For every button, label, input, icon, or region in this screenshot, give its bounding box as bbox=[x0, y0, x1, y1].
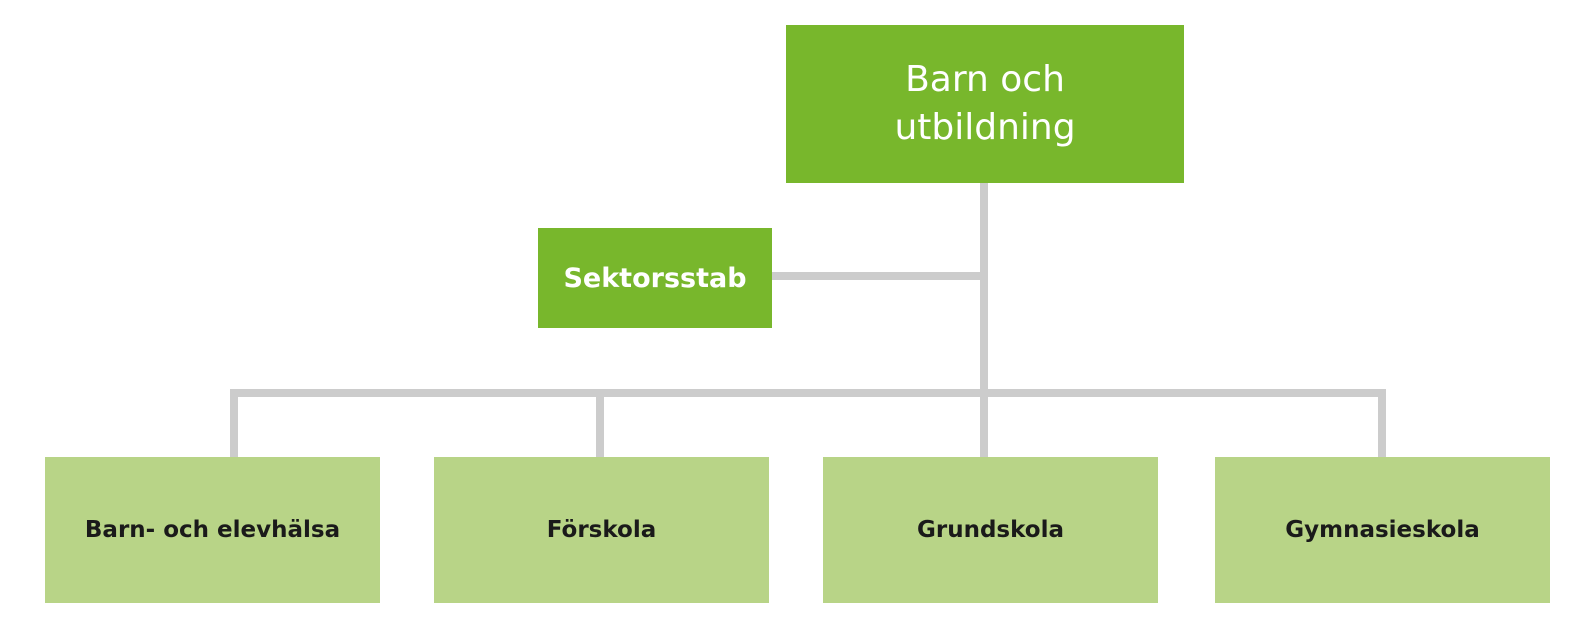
org-box-top: Barn och utbildning bbox=[786, 25, 1184, 183]
org-box-staff-label: Sektorsstab bbox=[563, 262, 747, 294]
connector-dept-4 bbox=[1378, 389, 1386, 457]
org-box-department-label: Barn- och elevhälsa bbox=[84, 517, 341, 543]
connector-staff bbox=[772, 272, 984, 280]
org-box-department-label: Gymnasieskola bbox=[1285, 517, 1480, 543]
org-box-department: Barn- och elevhälsa bbox=[45, 457, 380, 603]
connector-horizontal-bar bbox=[230, 389, 1386, 397]
org-box-staff: Sektorsstab bbox=[538, 228, 772, 328]
org-box-department-label: Grundskola bbox=[916, 517, 1064, 543]
connector-dept-1 bbox=[230, 389, 238, 457]
org-box-top-label: Barn och utbildning bbox=[894, 59, 1076, 148]
org-box-department: Förskola bbox=[434, 457, 769, 603]
connector-vertical-main bbox=[980, 183, 988, 457]
org-box-department-label: Förskola bbox=[546, 517, 657, 543]
org-box-department: Grundskola bbox=[823, 457, 1158, 603]
org-box-department: Gymnasieskola bbox=[1215, 457, 1550, 603]
connector-dept-2 bbox=[596, 389, 604, 457]
